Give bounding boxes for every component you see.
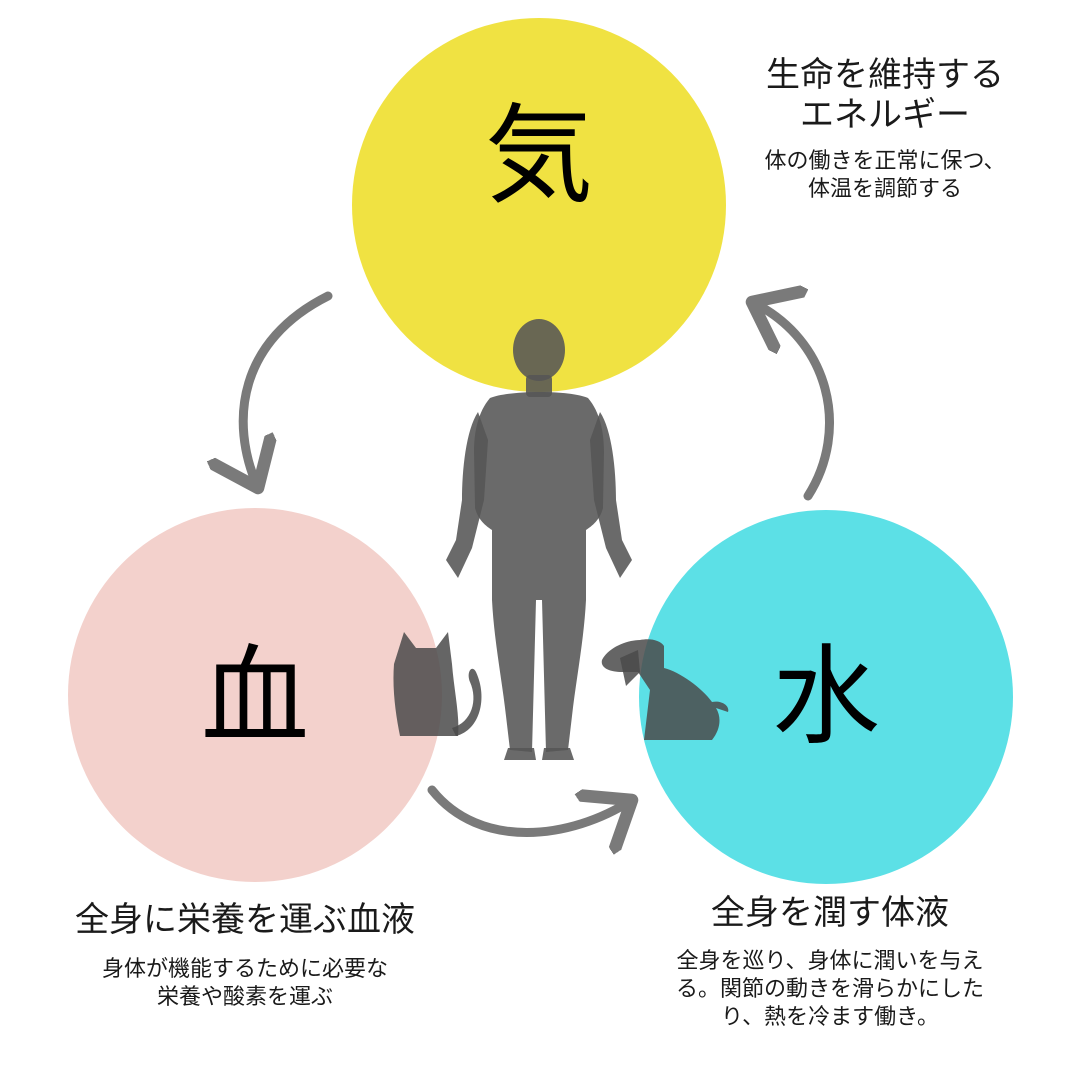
circle-ketsu — [68, 508, 442, 882]
description-sui: 全身を巡り、身体に潤いを与え る。関節の動きを滑らかにした り、熱を冷ます働き。 — [675, 949, 984, 1030]
cat-icon — [393, 632, 482, 736]
description-ketsu: 身体が機能するために必要な 栄養や酸素を運ぶ — [101, 957, 388, 1010]
human-figure-icon — [446, 319, 632, 760]
dog-icon — [601, 639, 729, 740]
symbol-ketsu: 血 — [200, 635, 309, 760]
heading-sui: 全身を潤す体液 — [711, 893, 949, 933]
heading-ki: 生命を維持する エネルギー — [766, 55, 1004, 135]
arrow-ki-to-ketsu — [243, 291, 333, 488]
description-ki: 体の働きを正常に保つ、 体温を調節する — [764, 149, 1006, 202]
arrow-sui-to-ki — [752, 302, 834, 501]
symbol-ki: 気 — [484, 94, 593, 219]
circle-ki — [352, 18, 726, 392]
circle-sui — [639, 510, 1013, 884]
symbol-sui: 水 — [771, 635, 880, 760]
heading-ketsu: 全身に栄養を運ぶ血液 — [75, 900, 415, 940]
arrow-ketsu-to-sui — [427, 785, 632, 833]
